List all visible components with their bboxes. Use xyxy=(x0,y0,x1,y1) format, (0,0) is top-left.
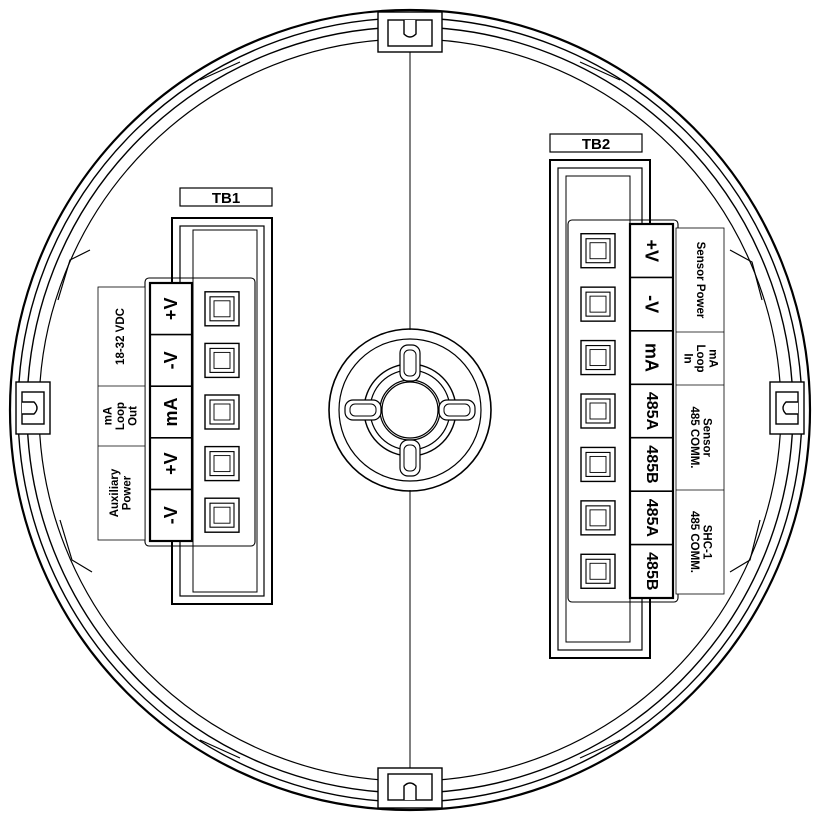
tb1-group-3-line-1: Auxiliary xyxy=(109,468,121,517)
tb2-screw-3 xyxy=(580,339,616,376)
tb1-group-2-line-1: mA xyxy=(103,407,115,426)
tb2-group-2-line-3: In xyxy=(682,353,694,363)
tb1-terminal-2-label: -V xyxy=(161,351,181,369)
tb2-terminal-2-label: -V xyxy=(642,295,662,313)
tb2-group-2-line-1: mA xyxy=(707,349,719,368)
tb1-terminal-4-label: +V xyxy=(161,452,181,475)
tb1-screw-4 xyxy=(204,445,240,482)
tb1-terminal-labels: +V -V mA +V -V xyxy=(150,298,192,524)
tb2-title: TB2 xyxy=(582,136,610,153)
terminal-block-tb2: TB2 +V -V mA 485A 485B 485A 485B Sensor Power m… xyxy=(549,133,725,659)
tb2-terminal-1-label: +V xyxy=(642,239,662,262)
tb2-group-4-line-2: 485 COMM. xyxy=(688,511,700,573)
tb1-screw-5 xyxy=(204,497,240,533)
tb2-terminal-6-label: 485A xyxy=(643,499,660,538)
tb1-group-2-line-3: Out xyxy=(128,406,140,426)
tb2-group-3-line-2: 485 COMM. xyxy=(688,407,700,469)
tb2-terminal-7-label: 485B xyxy=(643,552,660,590)
tb2-group-3-line-1: Sensor xyxy=(700,418,712,458)
tb1-title: TB1 xyxy=(212,190,240,207)
tb1-terminal-3-label: mA xyxy=(161,397,181,426)
tb2-terminal-3-label: mA xyxy=(642,343,662,372)
tb2-screw-6 xyxy=(580,500,616,536)
tb2-group-1-line-1: Sensor Power xyxy=(694,242,706,319)
tb2-terminal-4-label: 485A xyxy=(643,392,660,431)
tb1-terminal-1-label: +V xyxy=(161,298,181,321)
center-mounting-boss xyxy=(328,328,492,492)
tb2-group-2-line-2: Loop xyxy=(694,344,706,372)
tb1-screw-2 xyxy=(204,342,240,379)
tb2-screws xyxy=(580,233,616,589)
tb1-screws xyxy=(204,291,240,533)
enclosure-tabs xyxy=(15,11,805,809)
tb1-terminal-5-label: -V xyxy=(161,506,181,524)
tb2-screw-4 xyxy=(580,393,616,429)
tb1-group-3-line-2: Power xyxy=(121,475,133,510)
tb1-group-1-line-1: 18-32 VDC xyxy=(115,308,127,365)
tb2-terminal-labels: +V -V mA 485A 485B 485A 485B xyxy=(630,239,673,590)
tb2-terminal-5-label: 485B xyxy=(643,445,660,483)
rim-segments xyxy=(57,61,763,759)
tb1-group-1-label: 18-32 VDC xyxy=(115,308,127,365)
tb2-group-1-label: Sensor Power xyxy=(694,242,706,319)
tb2-screw-5 xyxy=(580,446,616,483)
tb1-screw-1 xyxy=(204,291,240,327)
tb1-group-2-line-2: Loop xyxy=(115,402,127,430)
tb2-screw-7 xyxy=(580,553,616,589)
tb2-screw-1 xyxy=(580,233,616,269)
tb2-screw-2 xyxy=(580,286,616,322)
tb1-screw-3 xyxy=(204,394,240,430)
tb2-group-4-line-1: SHC-1 xyxy=(700,525,712,560)
